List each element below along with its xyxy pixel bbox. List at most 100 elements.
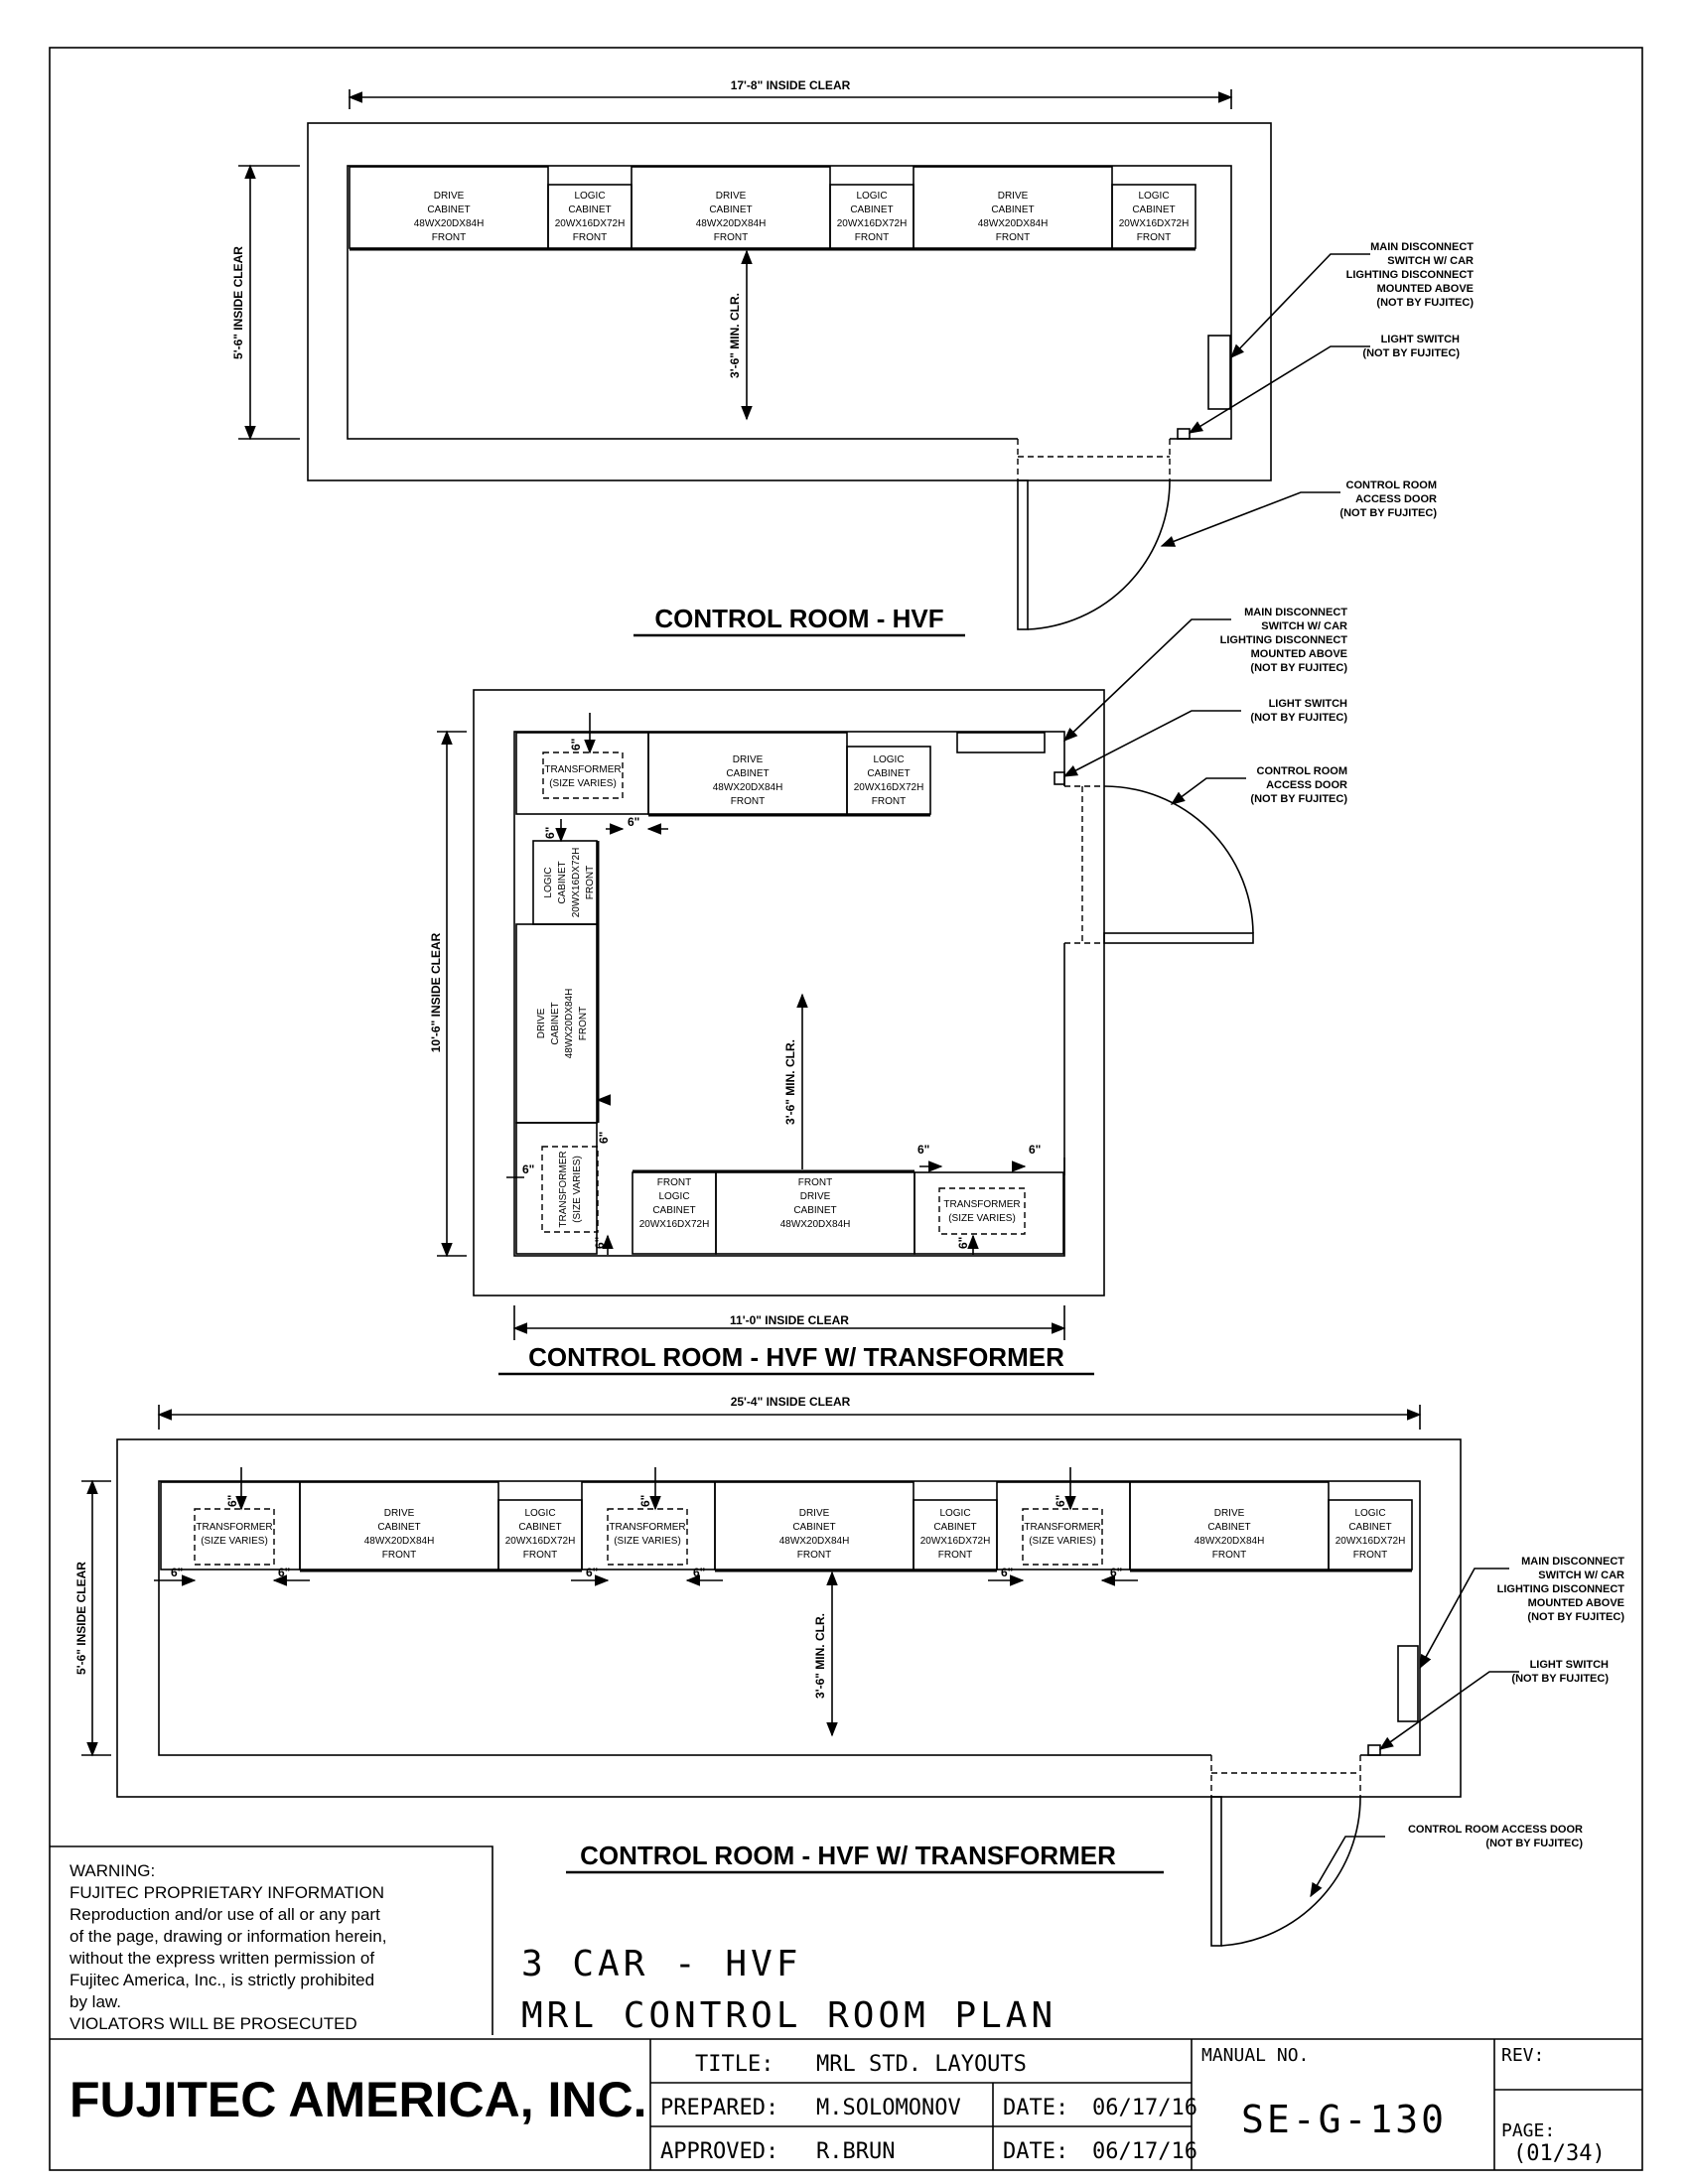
access-door xyxy=(1017,437,1171,630)
svg-text:6": 6" xyxy=(569,739,583,751)
rev-label: REV: xyxy=(1501,2045,1544,2066)
sheet-border xyxy=(49,47,1643,2171)
transformer-space xyxy=(914,1171,1064,1255)
dim-width-label: 17'-8" INSIDE CLEAR xyxy=(731,78,851,92)
svg-text:6": 6" xyxy=(225,1495,239,1507)
dim-width-label: 25'-4" INSIDE CLEAR xyxy=(731,1395,851,1409)
transformer-outline xyxy=(541,1146,599,1233)
transformer-outline xyxy=(542,751,624,799)
dim-width-label: 11'-0" INSIDE CLEAR xyxy=(730,1313,849,1327)
note-light-switch: LIGHT SWITCH(NOT BY FUJITEC) xyxy=(1362,334,1460,359)
outer-wall xyxy=(307,122,1272,481)
main-disconnect-box xyxy=(1397,1645,1419,1722)
prepared-value: M.SOLOMONOV xyxy=(816,2096,961,2120)
inner-wall xyxy=(347,165,1232,440)
main-disconnect-box xyxy=(956,732,1046,753)
svg-text:6": 6" xyxy=(278,1566,290,1579)
svg-text:6": 6" xyxy=(956,1237,970,1249)
page-number: (01/34) xyxy=(1513,2141,1606,2166)
svg-text:6": 6" xyxy=(917,1143,929,1157)
dim-height-label: 5'-6" INSIDE CLEAR xyxy=(74,1562,88,1675)
plan-title: CONTROL ROOM - HVF W/ TRANSFORMER xyxy=(580,1841,1116,1870)
title-block: FUJITEC AMERICA, INC. TITLE: MRL STD. LA… xyxy=(50,2038,1642,2170)
svg-text:6": 6" xyxy=(1054,1495,1067,1507)
access-door xyxy=(1062,785,1254,944)
plan-title: CONTROL ROOM - HVF W/ TRANSFORMER xyxy=(528,1342,1064,1372)
page-label: PAGE: xyxy=(1501,2120,1555,2141)
outer-wall xyxy=(116,1438,1462,1798)
note-light-switch: LIGHT SWITCH(NOT BY FUJITEC) xyxy=(1250,698,1347,724)
svg-text:6": 6" xyxy=(638,1495,652,1507)
inner-wall xyxy=(513,731,1065,1257)
transformer-outline xyxy=(194,1508,275,1566)
transformer-space xyxy=(515,1122,598,1255)
access-door xyxy=(1210,1753,1361,1947)
transformer-label: TRANSFORMER(SIZE VARIES) xyxy=(1024,1522,1100,1547)
prepared-date-label: DATE: xyxy=(1003,2096,1068,2120)
transformer-outline xyxy=(938,1187,1026,1235)
svg-text:6": 6" xyxy=(1110,1566,1122,1579)
six-inch-dims: 6" 6" 6" 6" 6" 6" 6" 6" 6" xyxy=(506,713,1065,1255)
six-inch-dims: 6" 6" 6" 6" 6" 6" 6" 6" 6" xyxy=(154,1467,1138,1586)
transformer-outline xyxy=(1022,1508,1103,1566)
svg-text:6": 6" xyxy=(171,1566,183,1579)
outer-wall xyxy=(473,689,1105,1297)
svg-text:6": 6" xyxy=(543,827,557,839)
svg-text:6": 6" xyxy=(1029,1143,1041,1157)
warning-text: WARNING: FUJITEC PROPRIETARY INFORMATION… xyxy=(69,1861,391,2033)
transformer-label: TRANSFORMER(SIZE VARIES) xyxy=(558,1151,583,1227)
warning-box: WARNING: FUJITEC PROPRIETARY INFORMATION… xyxy=(50,1845,493,2035)
transformer-outline xyxy=(607,1508,688,1566)
approved-date-label: DATE: xyxy=(1003,2139,1068,2164)
svg-text:6": 6" xyxy=(628,815,639,829)
dim-height-label: 10'-6" INSIDE CLEAR xyxy=(429,932,443,1052)
approved-label: APPROVED: xyxy=(660,2139,778,2164)
transformer-label: TRANSFORMER(SIZE VARIES) xyxy=(544,764,621,789)
manual-number: SE-G-130 xyxy=(1241,2098,1447,2141)
svg-text:6": 6" xyxy=(522,1162,534,1176)
dim-height-label: 5'-6" INSIDE CLEAR xyxy=(231,246,245,359)
prepared-date-value: 06/17/16 xyxy=(1092,2096,1197,2120)
inner-wall xyxy=(158,1480,1421,1756)
title-value: MRL STD. LAYOUTS xyxy=(816,2052,1027,2077)
drawing-title-line1: 3 CAR - HVF xyxy=(521,1944,801,1984)
title-label: TITLE: xyxy=(695,2052,774,2077)
dim-clearance-label: 3'-6" MIN. CLR. xyxy=(783,1039,797,1125)
svg-text:6": 6" xyxy=(586,1566,598,1579)
dim-clearance-label: 3'-6" MIN. CLR. xyxy=(728,293,742,378)
approved-value: R.BRUN xyxy=(816,2139,895,2164)
transformer-label: TRANSFORMER(SIZE VARIES) xyxy=(609,1522,685,1547)
plan-title: CONTROL ROOM - HVF xyxy=(654,604,943,633)
svg-text:6": 6" xyxy=(693,1566,705,1579)
prepared-label: PREPARED: xyxy=(660,2096,778,2120)
note-light-switch: LIGHT SWITCH(NOT BY FUJITEC) xyxy=(1511,1659,1609,1685)
light-switch-box xyxy=(1367,1744,1381,1756)
svg-text:6": 6" xyxy=(1001,1566,1013,1579)
svg-text:6": 6" xyxy=(593,1237,607,1249)
company-logo-text: FUJITEC AMERICA, INC. xyxy=(70,2072,647,2127)
